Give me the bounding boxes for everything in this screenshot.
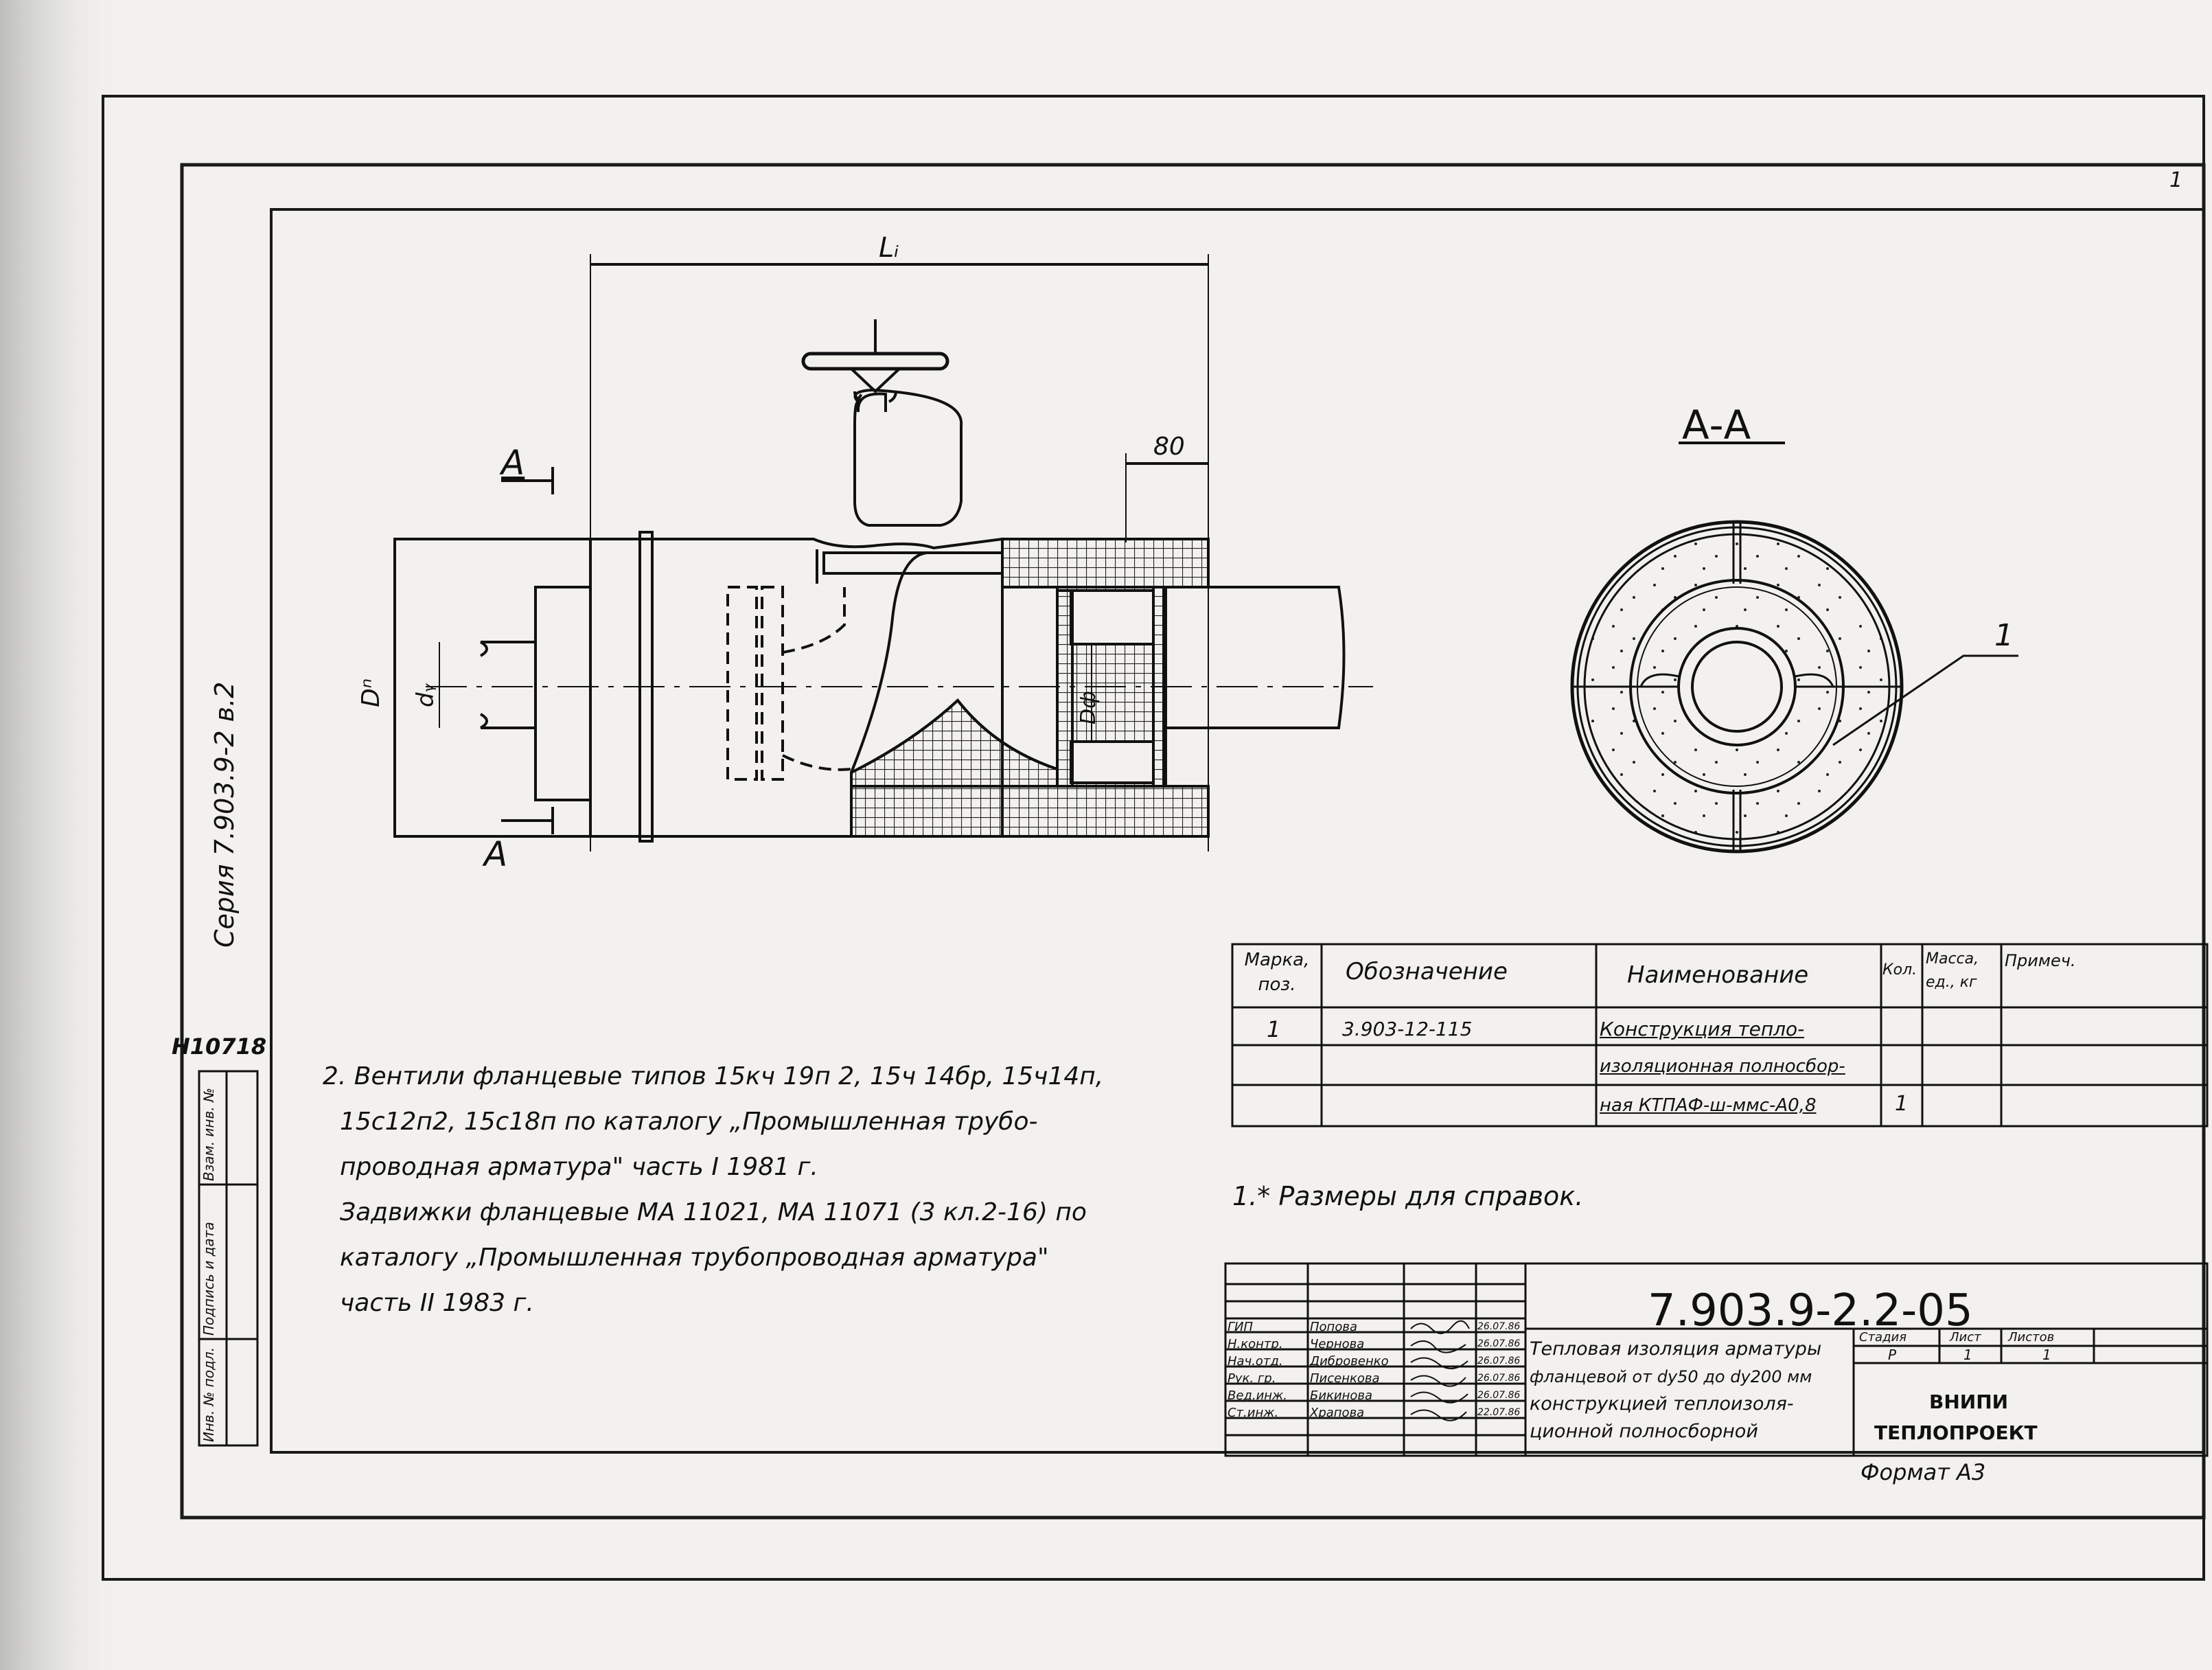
note-line: проводная арматура" часть I 1981 г. [340,1153,818,1181]
role-cell: ГИП [1228,1320,1254,1334]
name-cell: Бикинова [1310,1388,1373,1403]
valve-elevation [393,254,1373,851]
signature-scribbles [1407,1318,1473,1424]
sheets-value: 1 [2042,1347,2051,1363]
spec-cell: Конструкция тепло- [1600,1018,1805,1040]
doc-number: 7.903.9-2.2-05 [1648,1285,1973,1336]
section-aa-title: А-А [1682,402,1751,448]
role-cell: Вед.инж. [1228,1388,1287,1403]
spec-header-mass: Масса, ед., кг [1926,950,1979,991]
org-line-1: ВНИПИ [1929,1391,2009,1413]
spec-cell: 1 [1267,1016,1281,1042]
spec-table-grid [1231,943,2209,1128]
date-cell: 26.07.86 [1477,1373,1521,1384]
notes-block: 2. Вентили фланцевые типов 15кч 19п 2, 1… [323,1054,1215,1326]
format-label: Формат А3 [1860,1459,1986,1485]
title-description: Тепловая изоляция арматуры фланцевой от … [1530,1336,1852,1445]
description-line: конструкцией теплоизоля- [1530,1393,1794,1415]
role-cell: Нач.отд. [1228,1354,1283,1369]
section-mark-bottom: А [484,834,508,874]
role-cell: Н.контр. [1228,1337,1283,1351]
stage-label: Стадия [1859,1330,1907,1345]
dim-length-label: Lᵢ [879,232,899,264]
date-cell: 26.07.86 [1477,1338,1521,1349]
signature-icon [1410,1320,1470,1421]
spec-header-qty: Кол. [1882,961,1917,979]
leader-number: 1 [1994,618,2014,653]
sheets-label: Листов [2008,1330,2055,1345]
stamp-podpis-data: Подпись и дата [200,1222,217,1336]
spec-cell: 1 [1895,1092,1909,1116]
role-cell: Рук. гр. [1228,1371,1276,1386]
section-mark-top: А [501,443,525,483]
sheet-frames [102,95,2206,1581]
spec-header-mark: Марка, поз. [1244,950,1310,995]
dim-dn-label: Dⁿ [357,678,385,707]
name-cell: Писенкова [1310,1371,1380,1386]
corner-number: 1 [2169,168,2183,192]
signatures-names: Попова Чернова Дибровенко Писенкова Бики… [1310,1318,1403,1421]
dim-80-label: 80 [1153,433,1185,461]
side-stamp-grid [198,1070,259,1447]
spec-cell: ная КТПАФ-ш-ммс-А0,8 [1600,1095,1817,1116]
name-cell: Дибровенко [1310,1354,1389,1369]
note-line: 2. Вентили фланцевые типов 15кч 19п 2, 1… [323,1062,1104,1090]
name-cell: Чернова [1310,1337,1365,1351]
spec-header-name: Наименование [1627,961,1809,989]
spec-cell: изоляционная полносбор- [1600,1056,1845,1077]
title-block-grid [1224,1262,2209,1457]
date-cell: 26.07.86 [1477,1390,1521,1401]
signatures-roles: ГИП Н.контр. Нач.отд. Рук. гр. Вед.инж. … [1228,1318,1307,1421]
spec-header-note: Примеч. [2005,951,2076,970]
note-line: каталогу „Промышленная трубопроводная ар… [340,1244,1049,1272]
spec-header-designation: Обозначение [1346,958,1508,985]
name-cell: Попова [1310,1320,1357,1334]
stamp-inv-podl: Инв. № подл. [200,1347,217,1442]
note-dimensions: 1.* Размеры для справок. [1232,1181,1584,1211]
note-line: Задвижки фланцевые МА 11021, МА 11071 (3… [340,1198,1087,1226]
date-cell: 22.07.86 [1477,1407,1521,1418]
date-cell: 26.07.86 [1477,1356,1521,1366]
signatures-dates: 26.07.86 26.07.86 26.07.86 26.07.86 26.0… [1477,1318,1525,1421]
stage-value: Р [1888,1347,1897,1363]
inventory-number: Н10718 [172,1033,267,1060]
series-label: Серия 7.903.9-2 в.2 [209,681,240,948]
sheet-value: 1 [1963,1347,1972,1363]
date-cell: 26.07.86 [1477,1321,1521,1332]
description-line: фланцевой от dy50 до dy200 мм [1530,1367,1812,1386]
note-line: часть II 1983 г. [340,1289,534,1317]
sheet-label: Лист [1950,1330,1981,1345]
stamp-vzam-inv: Взам. инв. № [200,1088,217,1181]
note-line: 15с12п2, 15с18п по каталогу „Промышленна… [340,1108,1038,1136]
description-line: ционной полносборной [1530,1421,1758,1442]
role-cell: Ст.инж. [1228,1406,1279,1420]
description-line: Тепловая изоляция арматуры [1530,1338,1822,1360]
spec-cell: 3.903-12-115 [1342,1018,1473,1040]
dim-df-label: Dф [1076,691,1101,724]
section-aa [1570,442,2018,854]
name-cell: Храпова [1310,1406,1365,1420]
dim-dy-label: dᵧ [412,683,439,707]
org-line-2: ТЕПЛОПРОЕКТ [1874,1421,2038,1444]
